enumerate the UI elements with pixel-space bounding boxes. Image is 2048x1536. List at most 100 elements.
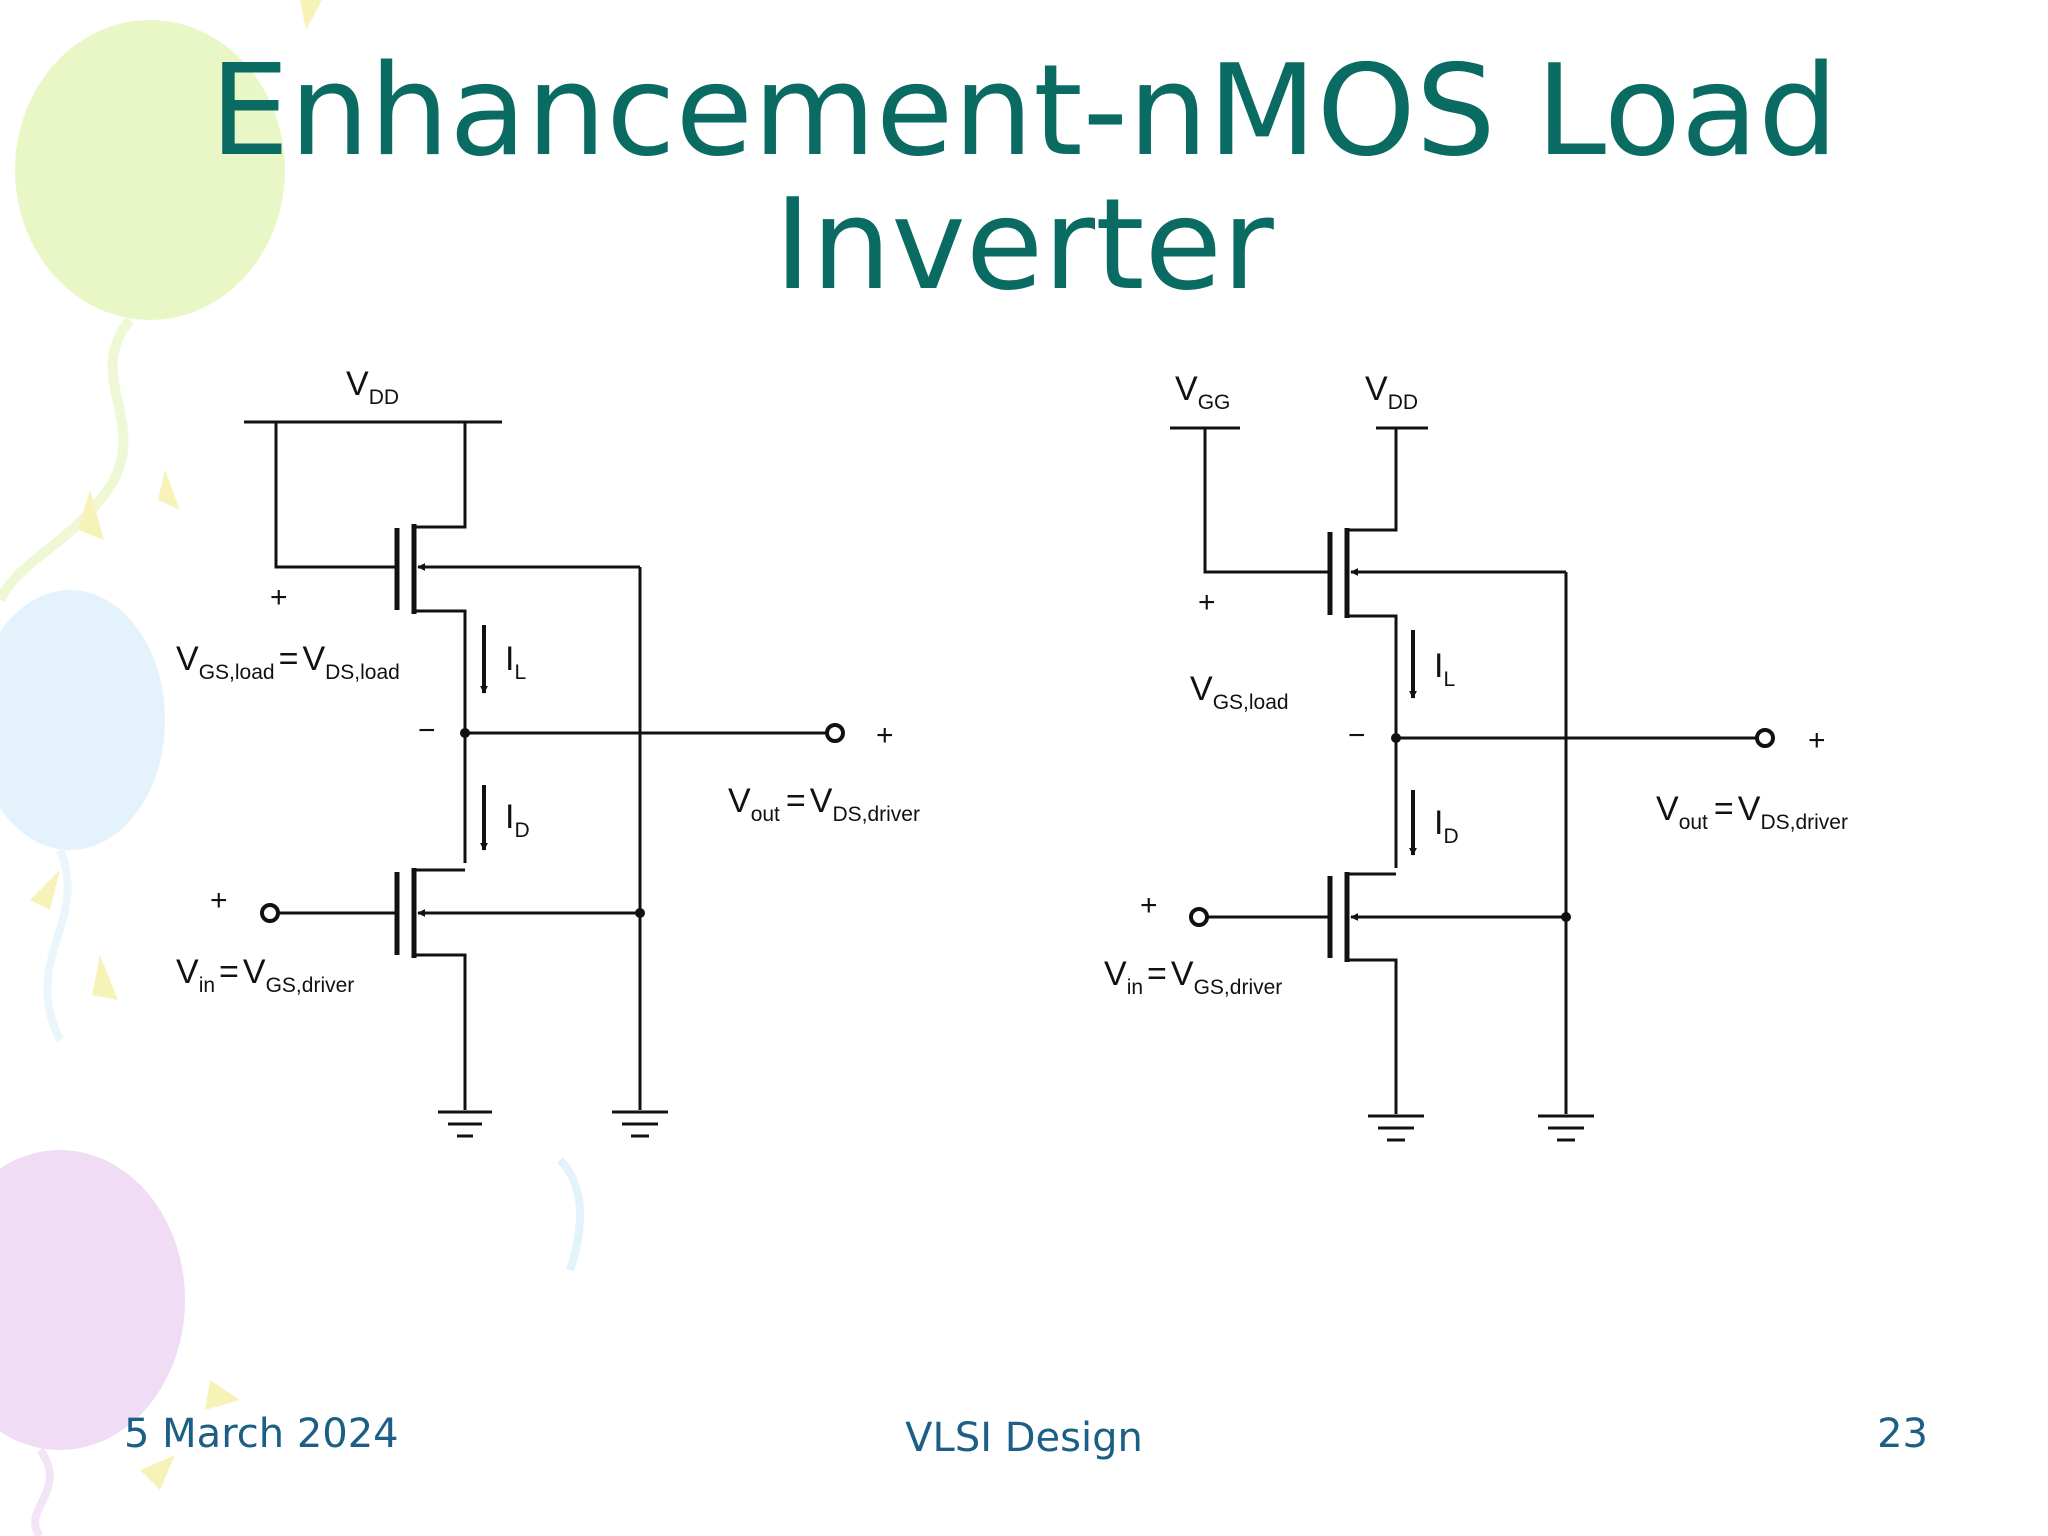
il-label: I: [505, 640, 514, 678]
driver-source-wire: [414, 953, 467, 1110]
svg-text:Vout=VDS,driver: Vout=VDS,driver: [728, 782, 920, 826]
purple-balloon-string: [31, 1447, 54, 1536]
vgg-gate-wire: [1203, 428, 1330, 574]
svg-text:ID: ID: [1434, 804, 1459, 848]
vdd-label-sub: DD: [369, 386, 399, 409]
body-node-dot: [1561, 912, 1571, 922]
output-node-dot: [1391, 733, 1401, 743]
ground-symbol-1: [1368, 1114, 1424, 1142]
svg-text:Vin=VGS,driver: Vin=VGS,driver: [1104, 955, 1282, 999]
confetti: [300, 0, 322, 30]
vout-equals-sign: =: [786, 782, 806, 820]
vds-driver-sub: DS,driver: [832, 803, 920, 826]
vout-plus-sign: +: [1808, 724, 1826, 757]
purple-balloon: [0, 1150, 185, 1450]
confetti: [158, 470, 180, 510]
confetti: [205, 1380, 240, 1410]
confetti: [140, 1455, 175, 1490]
id-label: I: [505, 798, 514, 836]
vgs-minus-sign: −: [418, 714, 436, 747]
il-label-sub: L: [1443, 668, 1455, 691]
vgs-driver-label: V: [243, 953, 266, 991]
blue-balloon-string: [43, 848, 72, 1042]
output-terminal: [825, 723, 845, 743]
svg-text:ID: ID: [505, 798, 530, 842]
vdd-label: V: [1365, 370, 1388, 408]
svg-text:VGS,load: VGS,load: [1190, 670, 1289, 714]
vin-plus-sign: +: [210, 884, 228, 917]
id-label-sub: D: [1443, 825, 1458, 848]
vds-load-sub: DS,load: [325, 661, 400, 684]
vout-sub: out: [751, 803, 780, 826]
blue-balloon: [0, 590, 165, 850]
vds-driver-sub: DS,driver: [1760, 811, 1848, 834]
driver-source-wire: [1347, 958, 1398, 1114]
vds-driver-label: V: [1738, 790, 1761, 828]
vgs-plus-sign: +: [270, 581, 288, 614]
output-node-dot: [460, 728, 470, 738]
vout-plus-sign: +: [876, 719, 894, 752]
vout-sub: out: [1679, 811, 1708, 834]
confetti: [557, 1157, 584, 1272]
right-circuit-linear-load: [1170, 426, 1775, 1142]
load-source-wire: [1347, 614, 1398, 868]
vgg-label: V: [1175, 370, 1198, 408]
load-source-wire: [414, 609, 467, 863]
slide-title-line-1: Enhancement-nMOS Load: [209, 37, 1839, 184]
green-balloon: [15, 20, 285, 320]
confetti: [78, 490, 104, 540]
vgs-load-label: V: [1190, 670, 1213, 708]
vgs-driver-label: V: [1171, 955, 1194, 993]
svg-text:IL: IL: [1434, 647, 1455, 691]
vin-sub: in: [199, 974, 215, 997]
vout-label: V: [1656, 790, 1679, 828]
vgs-minus-sign: −: [1348, 719, 1366, 752]
vgs-load-sub: GS,load: [1213, 691, 1289, 714]
footer-date: 5 March 2024: [124, 1411, 399, 1457]
vgg-label-sub: GG: [1198, 391, 1231, 414]
svg-text:IL: IL: [505, 640, 526, 684]
green-balloon-string: [0, 316, 134, 603]
vds-load-label: V: [302, 640, 325, 678]
ground-symbol-1: [438, 1110, 492, 1138]
vin-equals-sign: =: [219, 953, 239, 991]
confetti: [30, 870, 60, 910]
svg-text:Vin=VGS,driver: Vin=VGS,driver: [176, 953, 354, 997]
right-circuit-labels: VGG VDD + VGS,load − IL ID + Vout=VDS,dr…: [1104, 370, 1848, 999]
gate-drain-tie-wire: [274, 422, 397, 569]
vgs-plus-sign: +: [1198, 586, 1216, 619]
vdd-label: V: [346, 365, 369, 403]
body-node-dot: [635, 908, 645, 918]
vdd-label-sub: DD: [1388, 391, 1418, 414]
il-label: I: [1434, 647, 1443, 685]
vgs-driver-sub: GS,driver: [1194, 976, 1283, 999]
input-terminal: [1189, 907, 1209, 927]
footer-course-name: VLSI Design: [905, 1415, 1143, 1461]
svg-text:VGG: VGG: [1175, 370, 1230, 414]
load-drain-wire: [1347, 428, 1398, 532]
ground-symbol-2: [1538, 1114, 1594, 1142]
svg-text:VDD: VDD: [346, 365, 399, 409]
vin-equals-sign: =: [1147, 955, 1167, 993]
svg-text:VDD: VDD: [1365, 370, 1418, 414]
vin-sub: in: [1127, 976, 1143, 999]
id-label-sub: D: [514, 819, 529, 842]
vin-plus-sign: +: [1140, 889, 1158, 922]
il-label-sub: L: [514, 661, 526, 684]
load-drain-wire: [414, 422, 467, 529]
left-circuit-labels: VDD + VGS,load=VDS,load − IL ID + Vout=V…: [176, 365, 920, 997]
vout-label: V: [728, 782, 751, 820]
output-terminal: [1755, 728, 1775, 748]
vds-driver-label: V: [810, 782, 833, 820]
id-label: I: [1434, 804, 1443, 842]
vout-equals-sign: =: [1714, 790, 1734, 828]
vgs-load-label: V: [176, 640, 199, 678]
svg-text:Vout=VDS,driver: Vout=VDS,driver: [1656, 790, 1848, 834]
footer-page-number: 23: [1877, 1411, 1928, 1457]
left-circuit-saturated-load: [244, 420, 845, 1138]
svg-text:VGS,load=VDS,load: VGS,load=VDS,load: [176, 640, 400, 684]
vin-label: V: [176, 953, 199, 991]
vin-label: V: [1104, 955, 1127, 993]
